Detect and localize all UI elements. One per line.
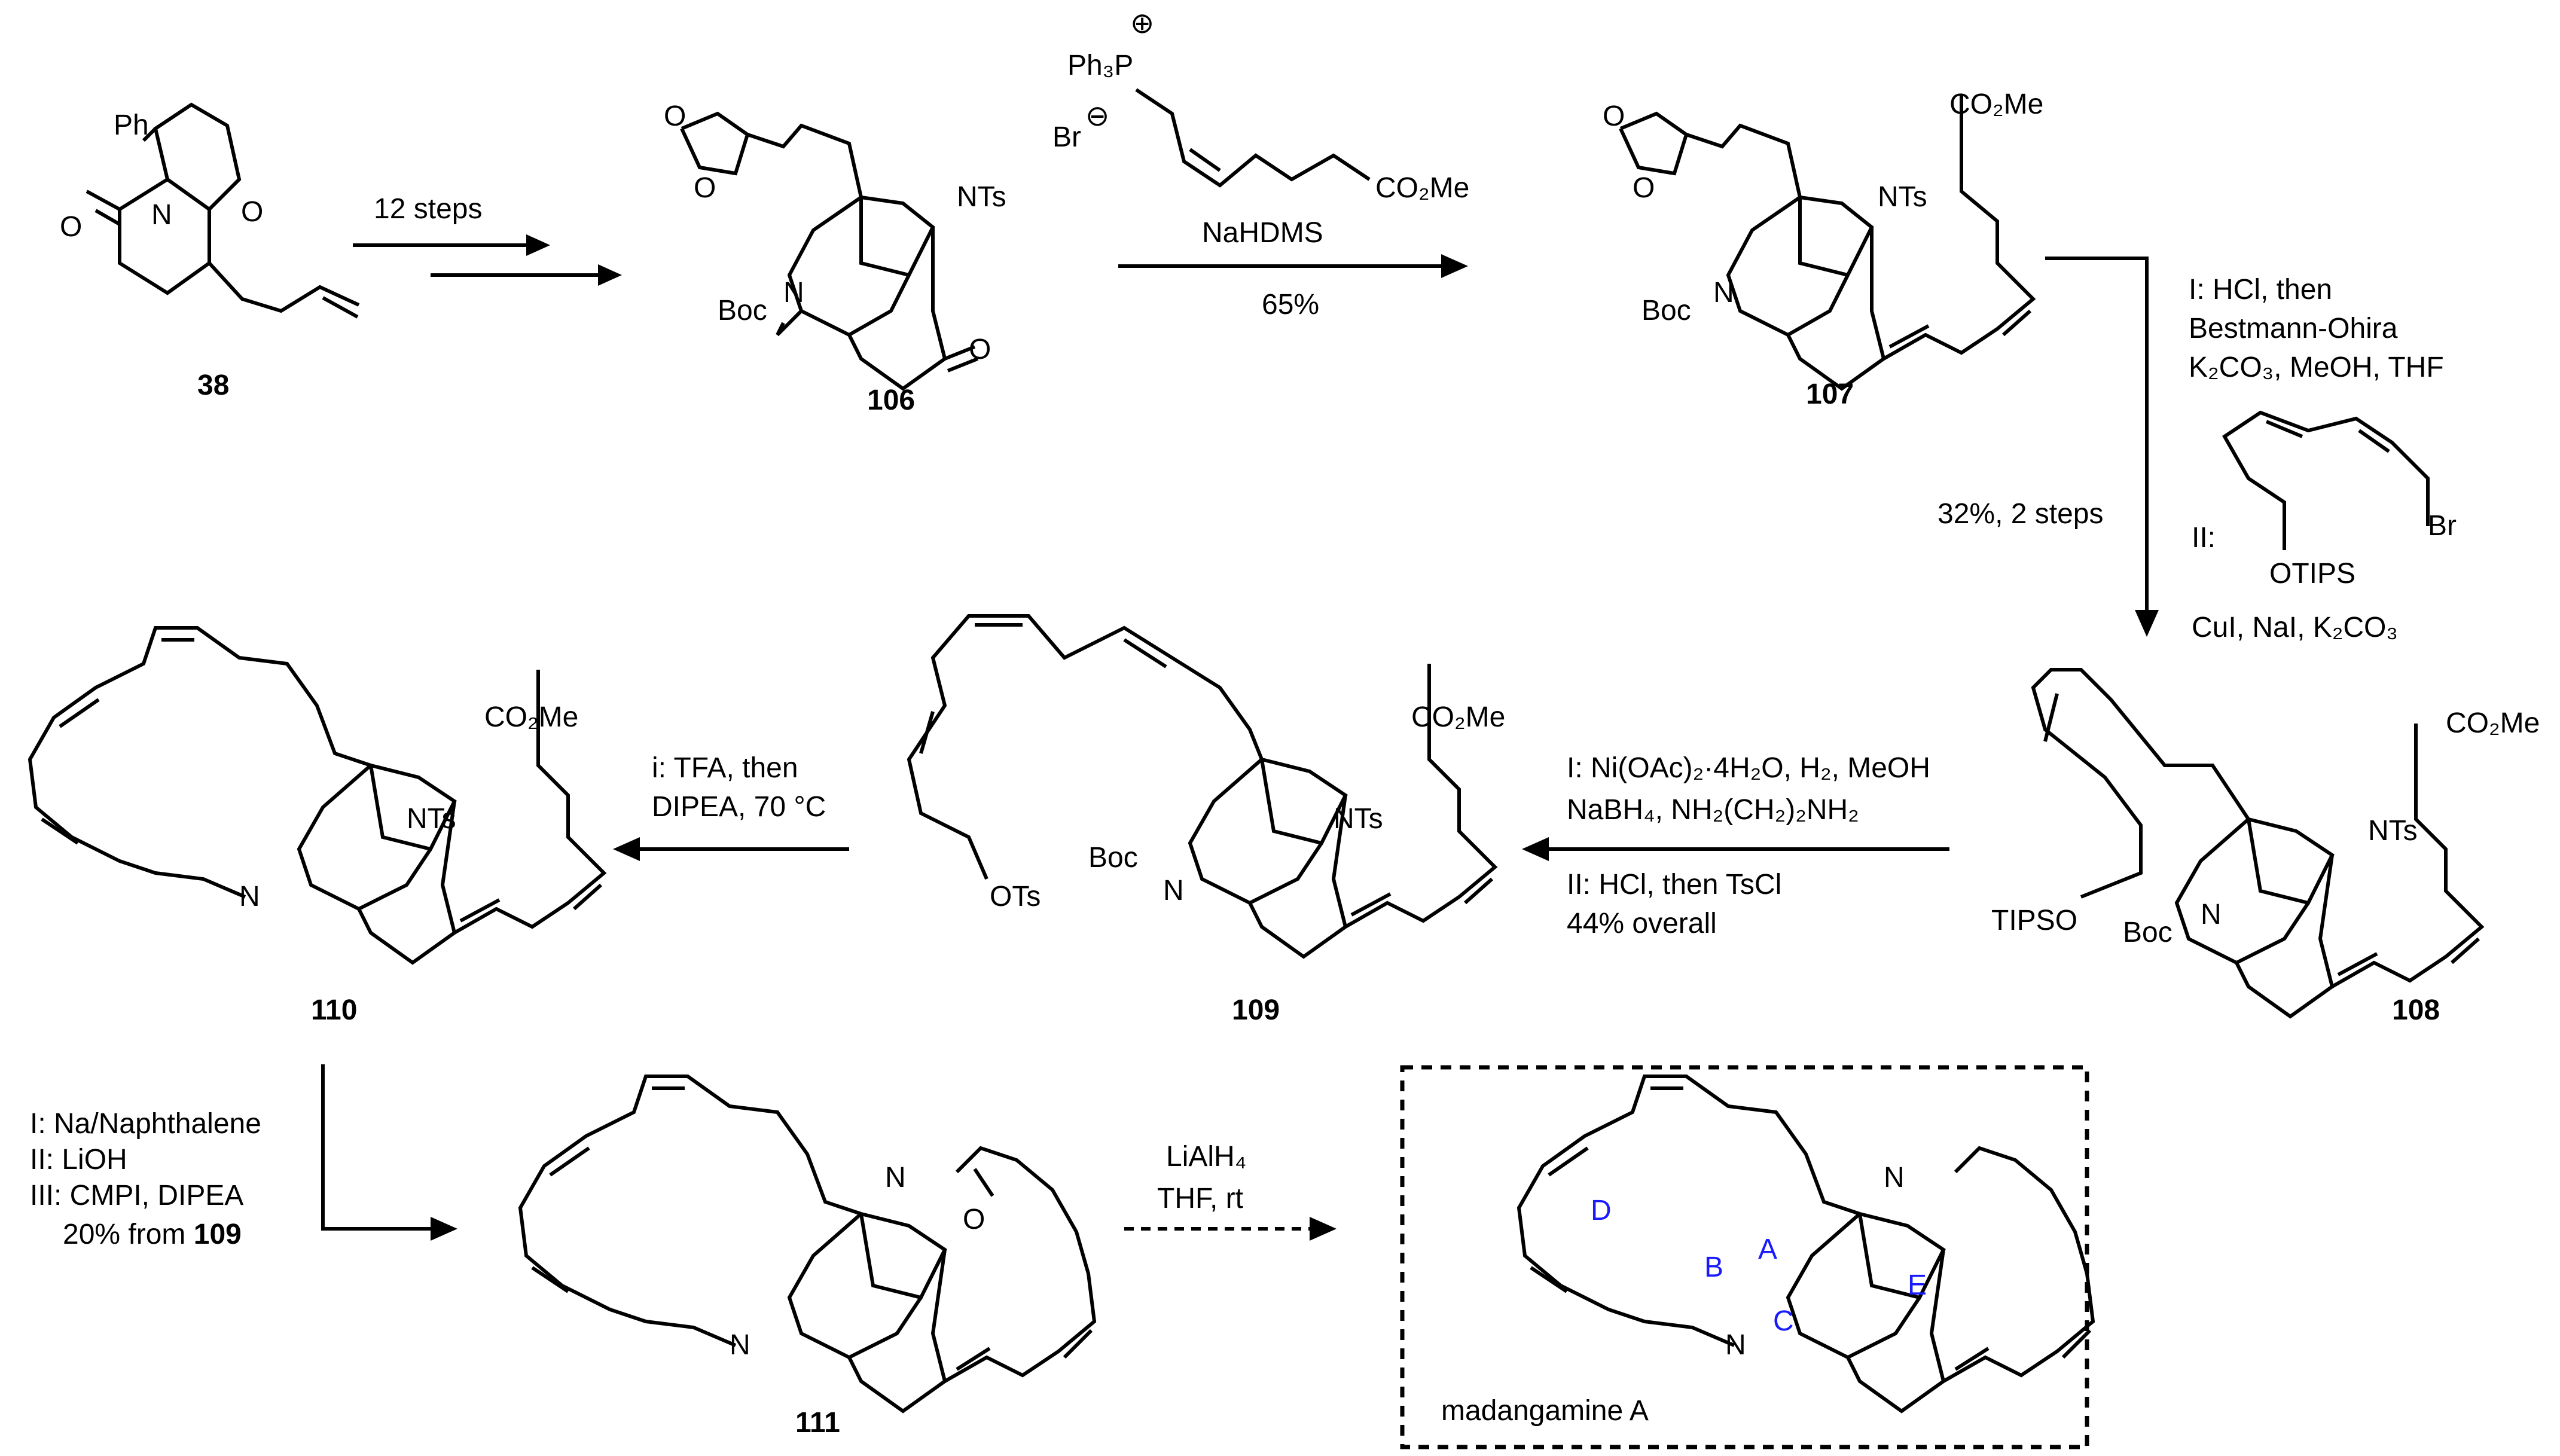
label-106-o2: O — [664, 100, 686, 132]
structure-107 — [1619, 96, 2036, 391]
step4-ii: II: HCl, then TsCl — [1567, 869, 1782, 901]
label-mad-n1: N — [1725, 1329, 1746, 1361]
label-106-o3: O — [969, 334, 991, 365]
compound-107-label: 107 — [1806, 379, 1854, 410]
step2-reagent: NaHDMS — [1202, 217, 1323, 249]
label-109-nts: NTs — [1334, 803, 1383, 835]
step3-i3: K₂CO₃, MeOH, THF — [2189, 352, 2444, 383]
target-box — [1400, 1065, 2089, 1449]
step3-ii-cond: CuI, NaI, K₂CO₃ — [2192, 612, 2398, 643]
compound-110-label: 110 — [311, 994, 358, 1026]
structure-106 — [680, 111, 979, 391]
label-108-nts: NTs — [2368, 815, 2418, 847]
structure-111 — [518, 1075, 1097, 1414]
step4-i2: NaBH₄, NH₂(CH₂)₂NH₂ — [1567, 794, 1859, 826]
structure-phosphonium — [1135, 88, 1371, 188]
label-109-n: N — [1163, 875, 1184, 906]
structure-bromide — [2222, 410, 2430, 550]
label-107-o1: O — [1633, 172, 1655, 204]
step5-i2: DIPEA, 70 °C — [652, 791, 826, 823]
structure-109 — [907, 614, 1498, 959]
arrow-step5 — [613, 837, 849, 861]
compound-106-label: 106 — [867, 384, 916, 416]
label-38-n: N — [151, 199, 172, 231]
label-110-co2me: CO₂Me — [484, 701, 579, 733]
target-name: madangamine A — [1441, 1395, 1649, 1427]
structure-108 — [2031, 668, 2485, 1019]
label-plus: ⊕ — [1130, 8, 1155, 39]
step3-yield: 32%, 2 steps — [1937, 498, 2104, 530]
label-110-n: N — [239, 881, 260, 912]
step7-cond: THF, rt — [1157, 1183, 1243, 1214]
label-106-boc: Boc — [718, 295, 767, 326]
step6-ii: II: LiOH — [30, 1144, 127, 1176]
label-38-o2: O — [60, 211, 83, 243]
ring-label-d: D — [1591, 1195, 1612, 1226]
label-br-ion: Br — [1052, 121, 1081, 153]
step3-ii: II: — [2192, 522, 2216, 554]
label-minus: ⊖ — [1085, 100, 1110, 132]
arrow-step2 — [1118, 254, 1468, 278]
label-106-n: N — [783, 277, 804, 309]
ring-label-c: C — [1773, 1305, 1794, 1337]
label-106-nts: NTs — [957, 181, 1006, 213]
step5-i: i: TFA, then — [652, 752, 798, 784]
arrow-step6 — [321, 1064, 457, 1241]
arrow-step3 — [2045, 257, 2159, 637]
label-107-co2me: CO₂Me — [1949, 88, 2044, 120]
step6-yield-text: 20% from — [63, 1219, 186, 1250]
label-107-nts: NTs — [1878, 181, 1927, 213]
step6-iii: III: CMPI, DIPEA — [30, 1180, 244, 1211]
label-107-o2: O — [1603, 100, 1625, 132]
step7-reagent: LiAlH₄ — [1166, 1141, 1247, 1173]
compound-108-label: 108 — [2392, 994, 2440, 1026]
step6-yield: 20% from 109 — [63, 1217, 242, 1253]
step4-yield: 44% overall — [1567, 908, 1717, 939]
compound-111-label: 111 — [795, 1407, 840, 1439]
label-reagent-co2me: CO₂Me — [1375, 172, 1470, 204]
compound-38-label: 38 — [197, 370, 230, 401]
label-108-tipso: TIPSO — [1991, 905, 2078, 936]
label-108-n: N — [2201, 899, 2222, 930]
label-111-o: O — [963, 1204, 985, 1235]
label-38-ph: Ph — [114, 109, 149, 141]
compound-109-label: 109 — [1232, 994, 1280, 1026]
label-108-boc: Boc — [2123, 917, 2173, 948]
arrow-step4 — [1522, 837, 1949, 861]
arrow-step7 — [1124, 1217, 1337, 1241]
label-107-boc: Boc — [1641, 295, 1691, 326]
label-ph3p: Ph₃P — [1067, 50, 1134, 81]
label-106-o1: O — [694, 172, 716, 204]
step4-i: I: Ni(OAc)₂·4H₂O, H₂, MeOH — [1567, 752, 1930, 784]
step6-yield-ref: 109 — [193, 1219, 242, 1250]
step3-i2: Bestmann-Ohira — [2189, 313, 2398, 344]
label-111-n1: N — [730, 1329, 750, 1361]
label-109-co2me: CO₂Me — [1411, 701, 1506, 733]
structure-madangamine-A — [1517, 1075, 2095, 1414]
step6-i: I: Na/Naphthalene — [30, 1108, 261, 1140]
step3-i: I: HCl, then — [2189, 274, 2333, 306]
arrow-step1 — [353, 234, 622, 286]
ring-label-a: A — [1758, 1234, 1778, 1265]
label-108-co2me: CO₂Me — [2446, 707, 2540, 739]
step2-yield: 65% — [1262, 289, 1320, 320]
ring-label-e: E — [1908, 1269, 1927, 1301]
label-109-boc: Boc — [1088, 842, 1138, 874]
step1-label: 12 steps — [374, 193, 483, 225]
ring-label-b: B — [1704, 1252, 1724, 1283]
label-107-n: N — [1713, 277, 1734, 309]
label-mad-n2: N — [1884, 1162, 1905, 1194]
structure-38 — [86, 102, 360, 319]
structure-110 — [28, 626, 607, 965]
label-bromide-br: Br — [2428, 510, 2457, 542]
label-111-n2: N — [885, 1162, 906, 1194]
label-38-o: O — [241, 196, 264, 228]
label-109-ots: OTs — [990, 881, 1041, 912]
label-110-nts: NTs — [407, 803, 456, 835]
label-bromide-otips: OTIPS — [2269, 558, 2356, 590]
